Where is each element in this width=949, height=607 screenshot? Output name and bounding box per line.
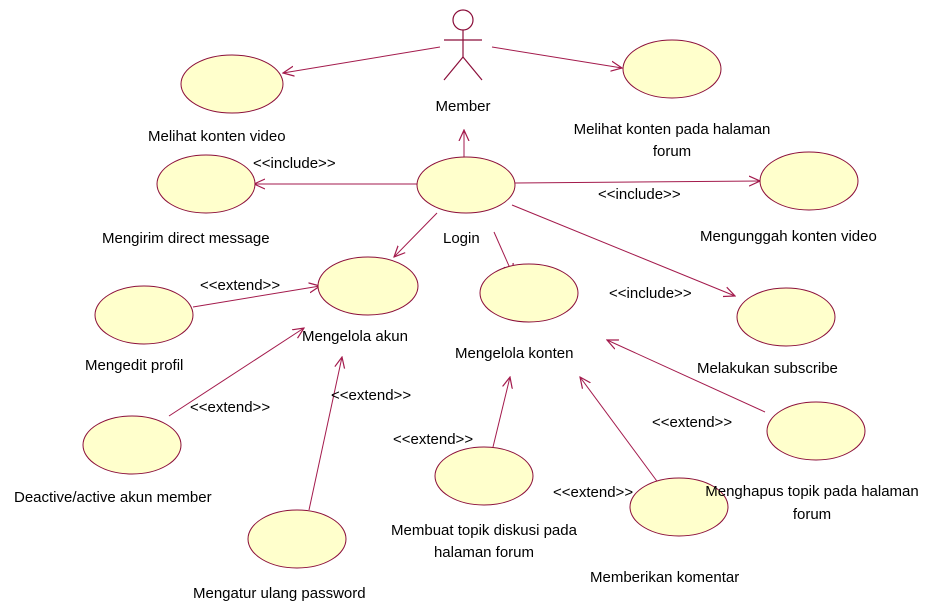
- label-hapus-topik-line2: forum: [793, 506, 831, 523]
- edge-login-kelola-akun: [394, 212, 438, 257]
- edge-login-subscribe: [511, 204, 735, 296]
- label-melihat-forum-line2: forum: [653, 143, 691, 160]
- label-buat-topik-line1: Membuat topik diskusi pada: [391, 522, 578, 539]
- label-buat-topik-line2: halaman forum: [434, 544, 534, 561]
- actor-label: Member: [435, 98, 490, 115]
- edge-atur-password-kelola-akun: [308, 357, 342, 511]
- stereotype-include-direct-message: <<include>>: [253, 155, 336, 172]
- stereotype-extend-edit-profil: <<extend>>: [200, 277, 280, 294]
- label-kelola-konten: Mengelola konten: [455, 345, 573, 362]
- edges: [168, 46, 766, 511]
- usecase-kelola-akun[interactable]: [317, 256, 419, 316]
- usecase-atur-password[interactable]: [247, 509, 347, 569]
- actor-right-leg: [462, 56, 483, 81]
- usecase-subscribe[interactable]: [736, 287, 836, 347]
- edge-hapus-topik-kelola-konten: [607, 340, 766, 413]
- label-deactive: Deactive/active akun member: [14, 489, 212, 506]
- usecase-unggah-video[interactable]: [759, 151, 859, 211]
- stereotype-extend-atur-password: <<extend>>: [331, 387, 411, 404]
- label-komentar: Memberikan komentar: [590, 569, 739, 586]
- stereotype-extend-komentar: <<extend>>: [553, 484, 633, 501]
- usecase-deactive[interactable]: [82, 415, 182, 475]
- stereotype-include-subscribe: <<include>>: [609, 285, 692, 302]
- edge-member-melihat-video: [283, 46, 441, 73]
- usecase-direct-message[interactable]: [156, 154, 256, 214]
- label-melihat-video: Melihat konten video: [148, 128, 286, 145]
- actor-head: [452, 9, 474, 31]
- label-direct-message: Mengirim direct message: [102, 230, 270, 247]
- usecase-komentar[interactable]: [629, 477, 729, 537]
- label-atur-password: Mengatur ulang password: [193, 585, 366, 602]
- edge-login-unggah-video: [514, 181, 760, 183]
- actor-left-leg: [443, 56, 464, 81]
- usecase-hapus-topik[interactable]: [766, 401, 866, 461]
- label-unggah-video: Mengunggah konten video: [700, 228, 877, 245]
- label-login: Login: [443, 230, 480, 247]
- edge-buat-topik-kelola-konten: [492, 377, 510, 448]
- edge-komentar-kelola-konten: [580, 377, 663, 489]
- edge-member-melihat-forum: [491, 46, 622, 68]
- usecase-kelola-konten[interactable]: [479, 263, 579, 323]
- stereotype-extend-hapus-topik: <<extend>>: [652, 414, 732, 431]
- label-subscribe: Melakukan subscribe: [697, 360, 838, 377]
- usecase-melihat-video[interactable]: [180, 54, 284, 114]
- usecase-melihat-forum[interactable]: [622, 39, 722, 99]
- label-melihat-forum-line1: Melihat konten pada halaman: [574, 121, 771, 138]
- usecase-edit-profil[interactable]: [94, 285, 194, 345]
- stereotype-extend-deactive: <<extend>>: [190, 399, 270, 416]
- label-edit-profil: Mengedit profil: [85, 357, 183, 374]
- edge-deactive-kelola-akun: [168, 328, 304, 417]
- usecase-buat-topik[interactable]: [434, 446, 534, 506]
- stereotype-include-unggah-video: <<include>>: [598, 186, 681, 203]
- member-actor[interactable]: [443, 9, 483, 81]
- edge-edit-profil-kelola-akun: [192, 286, 320, 308]
- usecase-login[interactable]: [416, 156, 516, 214]
- stereotype-extend-buat-topik: <<extend>>: [393, 431, 473, 448]
- label-hapus-topik-line1: Menghapus topik pada halaman: [705, 483, 919, 500]
- label-kelola-akun: Mengelola akun: [302, 328, 408, 345]
